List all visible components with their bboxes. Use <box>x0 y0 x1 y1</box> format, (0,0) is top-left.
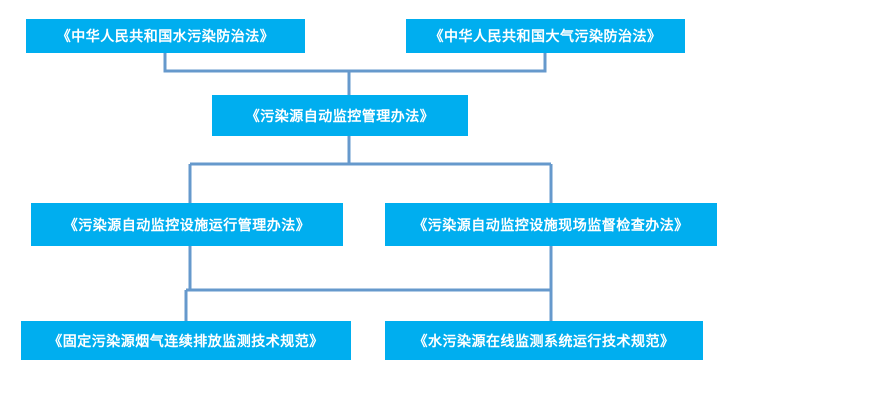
node-facility-operation-management[interactable]: 《污染源自动监控设施运行管理办法》 <box>31 203 343 246</box>
node-label: 《水污染源在线监测系统运行技术规范》 <box>413 334 675 350</box>
node-flue-gas-monitoring-spec[interactable]: 《固定污染源烟气连续排放监测技术规范》 <box>21 321 351 360</box>
edge-air-law-to-auto-monitor <box>349 53 547 73</box>
node-water-online-monitoring-spec[interactable]: 《水污染源在线监测系统运行技术规范》 <box>385 321 703 360</box>
node-label: 《污染源自动监控设施运行管理办法》 <box>63 218 311 234</box>
node-label: 《中华人民共和国大气污染防治法》 <box>429 30 662 45</box>
node-water-pollution-law[interactable]: 《中华人民共和国水污染防治法》 <box>26 19 305 53</box>
edge-water-law-to-auto-monitor <box>163 53 349 73</box>
node-label: 《固定污染源烟气连续排放监测技术规范》 <box>48 334 324 350</box>
node-label: 《污染源自动监控设施现场监督检查办法》 <box>413 218 689 234</box>
node-label: 《中华人民共和国水污染防治法》 <box>56 30 275 45</box>
node-facility-onsite-inspection[interactable]: 《污染源自动监控设施现场监督检查办法》 <box>385 203 717 246</box>
node-auto-monitoring-management[interactable]: 《污染源自动监控管理办法》 <box>212 95 468 136</box>
node-air-pollution-law[interactable]: 《中华人民共和国大气污染防治法》 <box>406 19 685 53</box>
node-label: 《污染源自动监控管理办法》 <box>245 109 435 125</box>
